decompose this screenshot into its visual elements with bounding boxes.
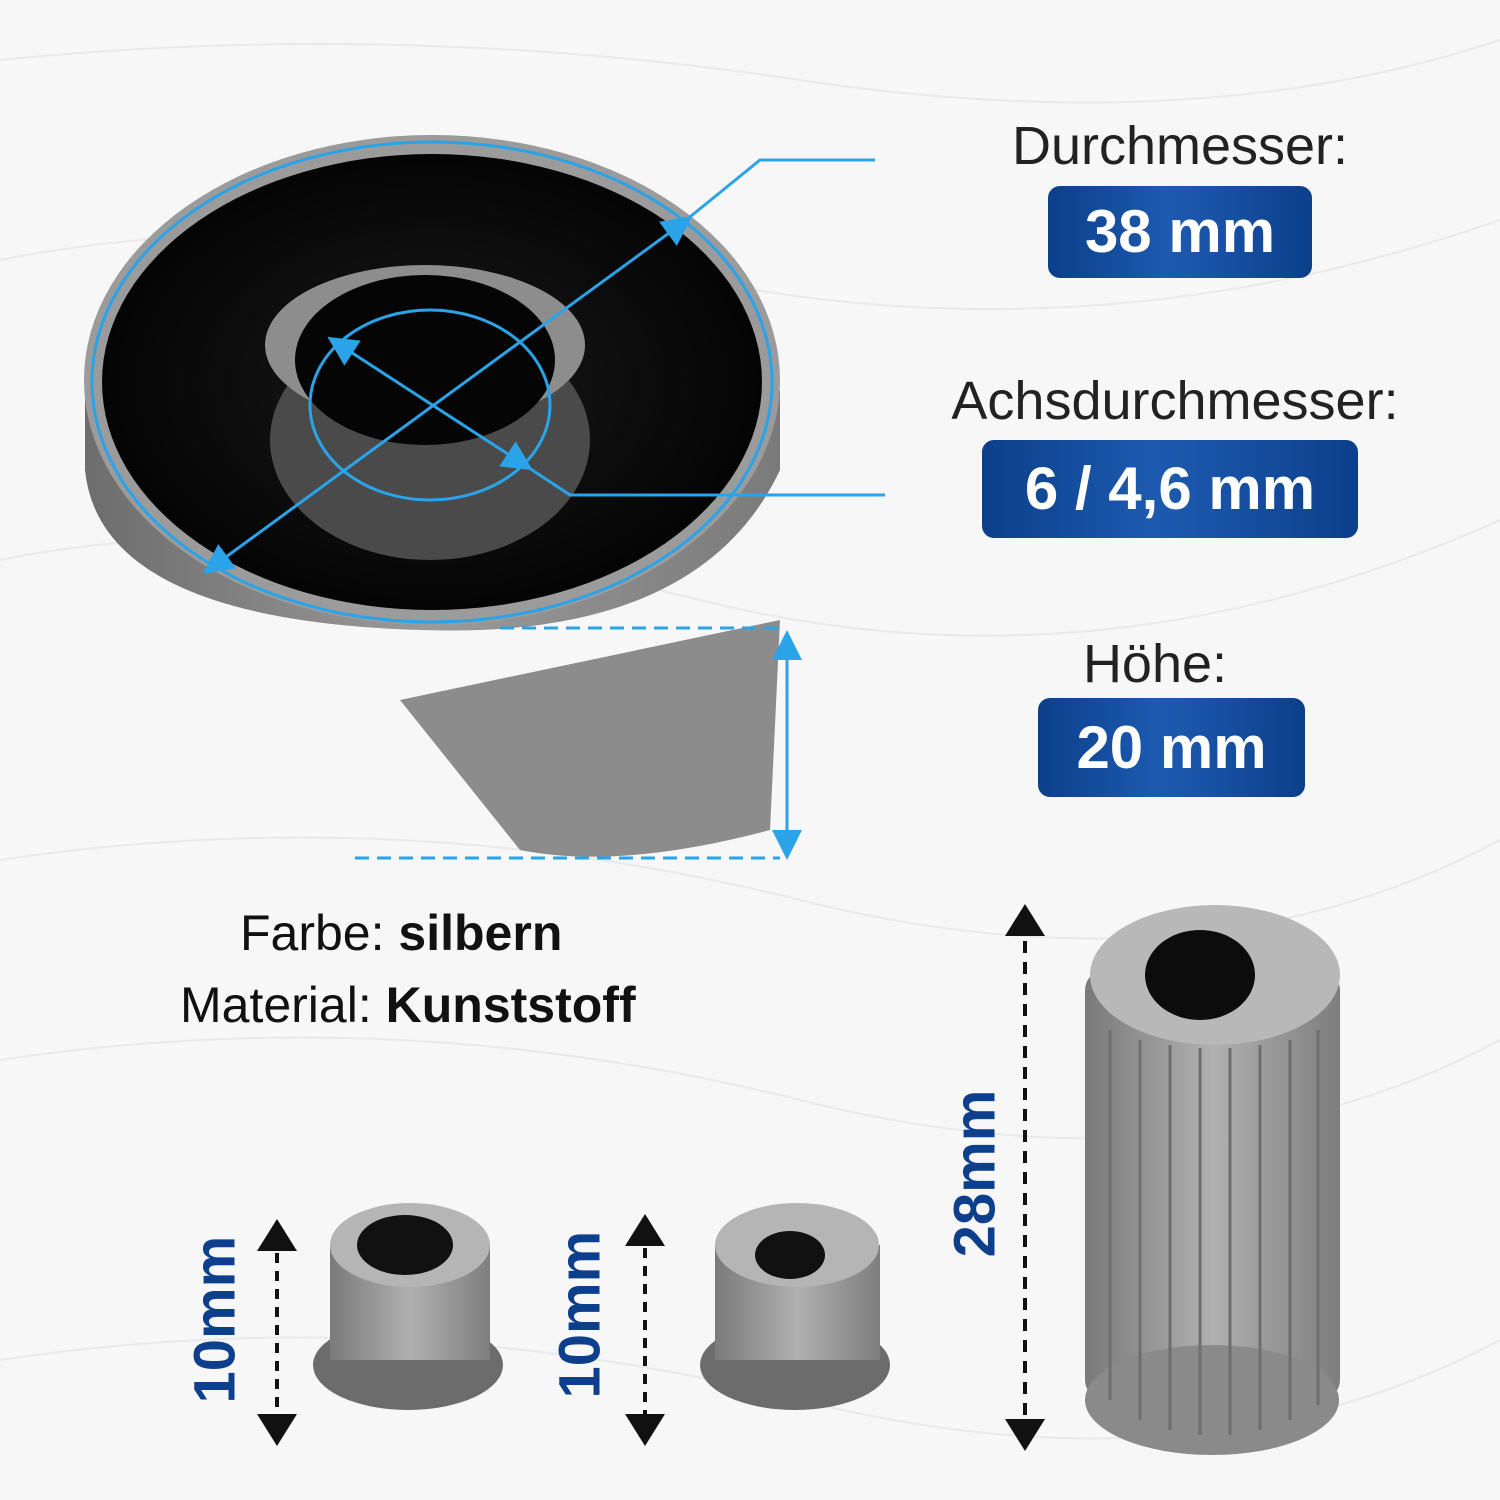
height-label: Höhe: (1082, 634, 1228, 694)
adapter-small-1-height: 10mm (182, 1235, 248, 1404)
diameter-label: Durchmesser: (1011, 116, 1349, 176)
adapter-small-2-shape (700, 1203, 890, 1410)
color-label: Farbe: (240, 905, 385, 961)
adapter-small-2-height: 10mm (547, 1230, 613, 1399)
material-value: Kunststoff (385, 977, 636, 1033)
axis-diameter-badge: 6 / 4,6 mm (982, 440, 1358, 538)
adapter-long-shape (1085, 905, 1340, 1455)
axis-diameter-label: Achsdurchmesser: (951, 371, 1399, 431)
color-value: silbern (398, 905, 563, 961)
diameter-badge: 38 mm (1048, 186, 1312, 278)
adapter-small-1-shape (313, 1203, 503, 1410)
color-line: Farbe: silbern (240, 904, 562, 962)
height-badge: 20 mm (1038, 698, 1305, 797)
adapter-long-height: 28mm (942, 1089, 1008, 1258)
material-label: Material: (180, 977, 372, 1033)
material-line: Material: Kunststoff (180, 976, 636, 1034)
